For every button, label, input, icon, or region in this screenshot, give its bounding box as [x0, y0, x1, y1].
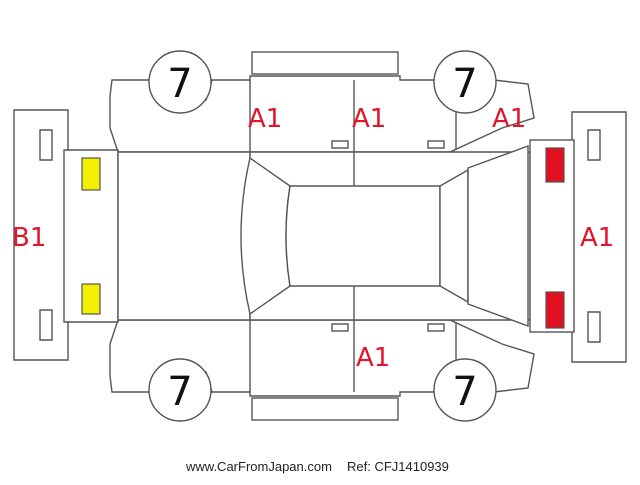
front-bumper: [13, 109, 69, 361]
wheel-right-rear-grade: 7: [452, 369, 477, 415]
headlight-marker-right: [81, 283, 101, 315]
wheel-left-rear: 7: [433, 50, 497, 114]
code-left-rear-door: A1: [352, 104, 386, 134]
headlight-marker-left: [81, 157, 101, 191]
taillight-marker-left: [545, 147, 565, 183]
wheel-right-front: 7: [148, 358, 212, 422]
footer-ref: Ref: CFJ1410939: [347, 459, 449, 474]
footer-site: www.CarFromJapan.com: [185, 459, 332, 474]
wheel-right-front-grade: 7: [167, 369, 192, 415]
wheel-left-rear-grade: 7: [452, 61, 477, 107]
taillight-marker-right: [545, 291, 565, 329]
code-left-rear-quarter: A1: [492, 104, 526, 134]
rear-bumper: [571, 111, 627, 363]
code-front-bumper: B1: [12, 223, 46, 253]
code-right-rear-door: A1: [356, 343, 390, 373]
wheel-left-front: 7: [148, 50, 212, 114]
roof-strip-bottom: [251, 397, 399, 421]
code-rear-bumper: A1: [580, 223, 614, 253]
code-left-front-door: A1: [248, 104, 282, 134]
car-body-top: [63, 144, 531, 328]
wheel-right-rear: 7: [433, 358, 497, 422]
wheel-left-front-grade: 7: [167, 61, 192, 107]
roof-strip-top: [251, 51, 399, 75]
